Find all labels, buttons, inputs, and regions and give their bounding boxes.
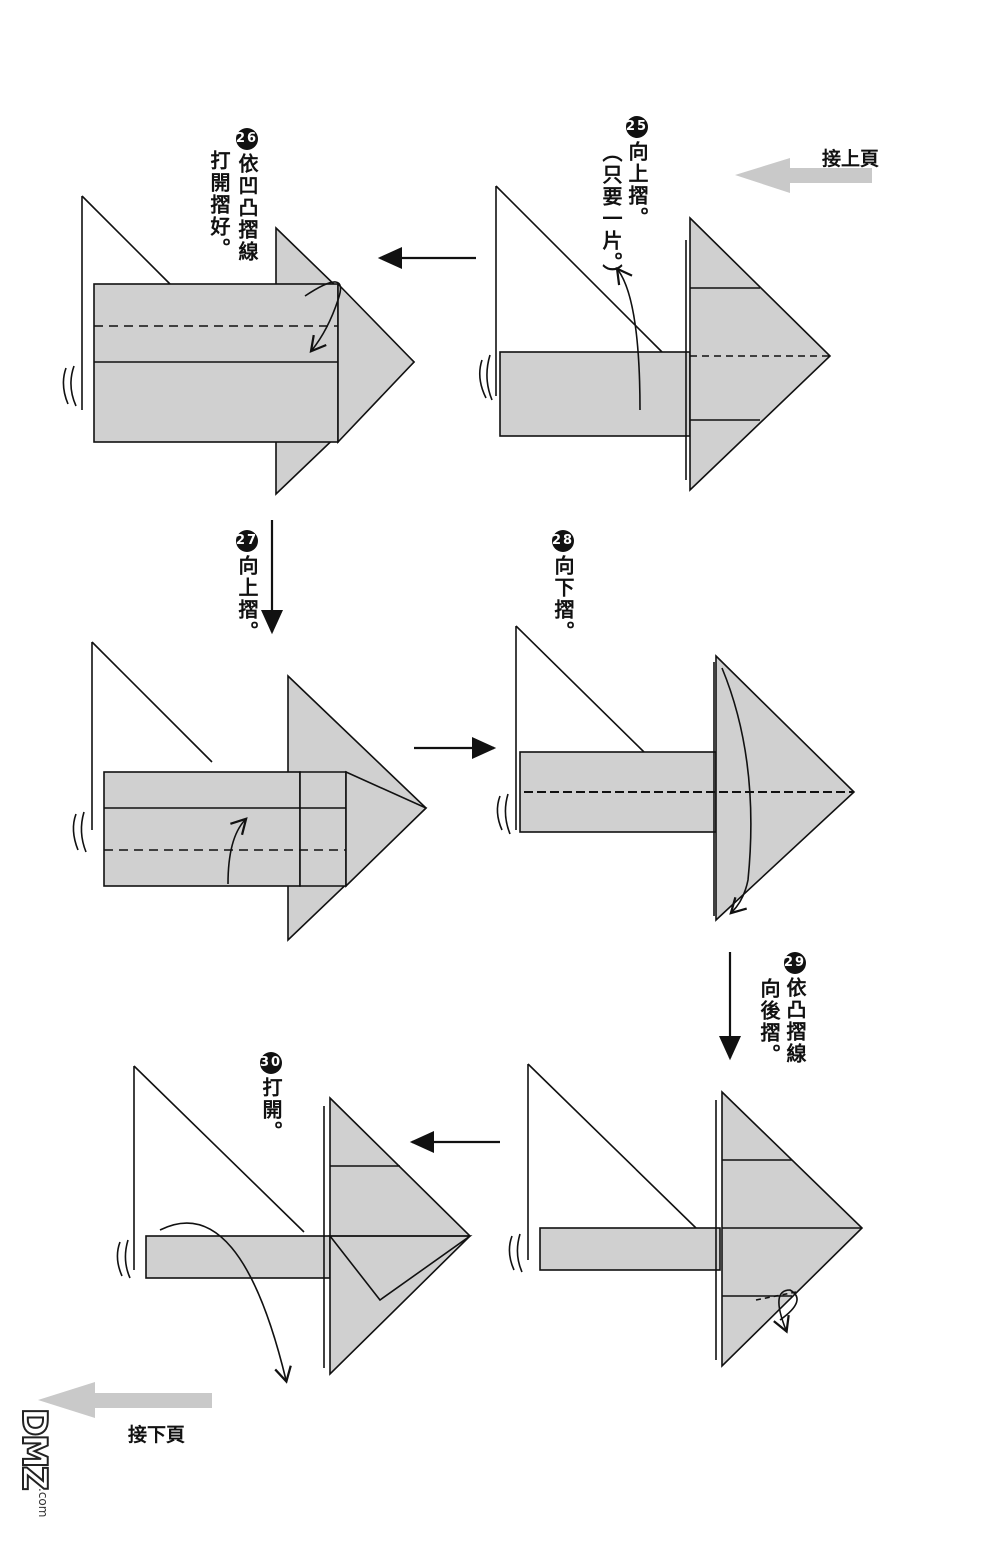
step-29-number: 29 xyxy=(784,952,806,974)
watermark-logo: DMZ xyxy=(13,1407,55,1490)
step-28-label: 28 向下摺。 xyxy=(550,530,576,643)
flow-arrows xyxy=(261,247,741,1153)
step-28-number: 28 xyxy=(552,530,574,552)
prev-page-label: 接上頁 xyxy=(822,148,880,170)
step-30-number: 30 xyxy=(260,1052,282,1074)
step-30-label: 30 打開。 xyxy=(258,1052,284,1143)
step-28-text: 向下摺。 xyxy=(551,555,575,643)
step-27-label: 27 向上摺。 xyxy=(234,530,260,643)
next-page-label: 接下頁 xyxy=(128,1424,186,1446)
figure-step-26 xyxy=(62,195,416,496)
next-page-arrow xyxy=(38,1382,212,1418)
step-29-label: 29 依凸摺線 xyxy=(782,952,808,1065)
step-27-number: 27 xyxy=(236,530,258,552)
step-30-text: 打開。 xyxy=(259,1077,283,1143)
step-26-number: 26 xyxy=(236,128,258,150)
figure-step-28 xyxy=(496,625,856,922)
prev-page-arrow xyxy=(735,158,872,193)
step-29-text: 依凸摺線 xyxy=(783,977,807,1065)
step-26-label: 26 依凹凸摺線 xyxy=(234,128,260,263)
watermark-domain: .com xyxy=(36,1488,50,1518)
figure-step-29 xyxy=(508,1063,864,1368)
step-27-text: 向上摺。 xyxy=(235,555,259,643)
figure-step-27 xyxy=(72,641,428,942)
step-25-number: 25 xyxy=(626,116,648,138)
step-25-label: 25 向上摺。 xyxy=(624,116,650,229)
step-26-text: 依凹凸摺線 xyxy=(235,153,259,263)
figure-step-25 xyxy=(478,185,832,492)
step-25-text: 向上摺。 xyxy=(625,141,649,229)
step-25-note: （只要一片。） xyxy=(599,142,623,286)
step-29-text-2: 向後摺。 xyxy=(757,978,781,1066)
step-26-text-2: 打開摺好。 xyxy=(207,150,231,260)
figure-step-30 xyxy=(116,1065,473,1384)
